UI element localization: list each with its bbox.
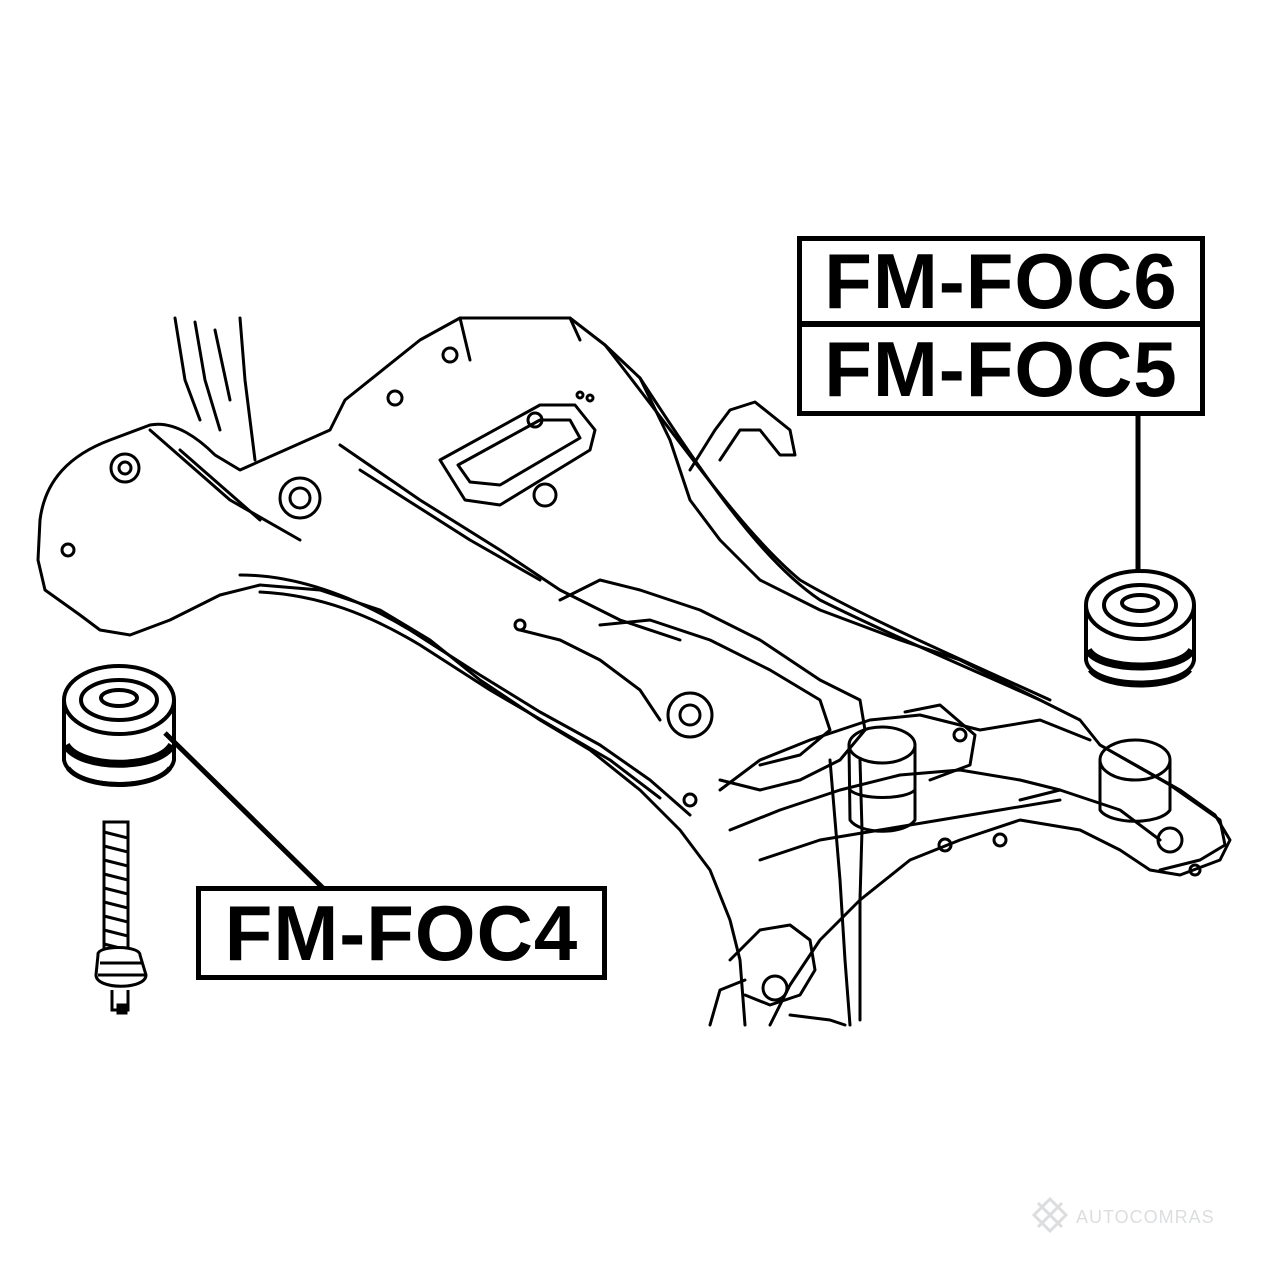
part-label-fm-foc4: FM-FOC4 — [196, 886, 607, 980]
mounted-bushing-right — [1098, 738, 1172, 823]
watermark: AUTOCOMRAS — [1030, 1195, 1215, 1240]
watermark-text: AUTOCOMRAS — [1076, 1207, 1215, 1227]
autocomras-logo-icon — [1030, 1195, 1070, 1240]
subframe-body — [36, 316, 1232, 1027]
leader-lines — [163, 414, 1141, 892]
bushing-fm-foc5-foc6 — [1084, 569, 1196, 688]
mounting-bolt — [94, 820, 148, 1015]
mounted-bushing-center — [847, 703, 977, 833]
part-label-fm-foc5: FM-FOC5 — [797, 322, 1205, 416]
mount-holes — [60, 346, 1202, 1002]
bushing-fm-foc4 — [62, 664, 176, 787]
leader-line-foc4 — [163, 731, 327, 892]
part-label-fm-foc6: FM-FOC6 — [797, 236, 1205, 326]
